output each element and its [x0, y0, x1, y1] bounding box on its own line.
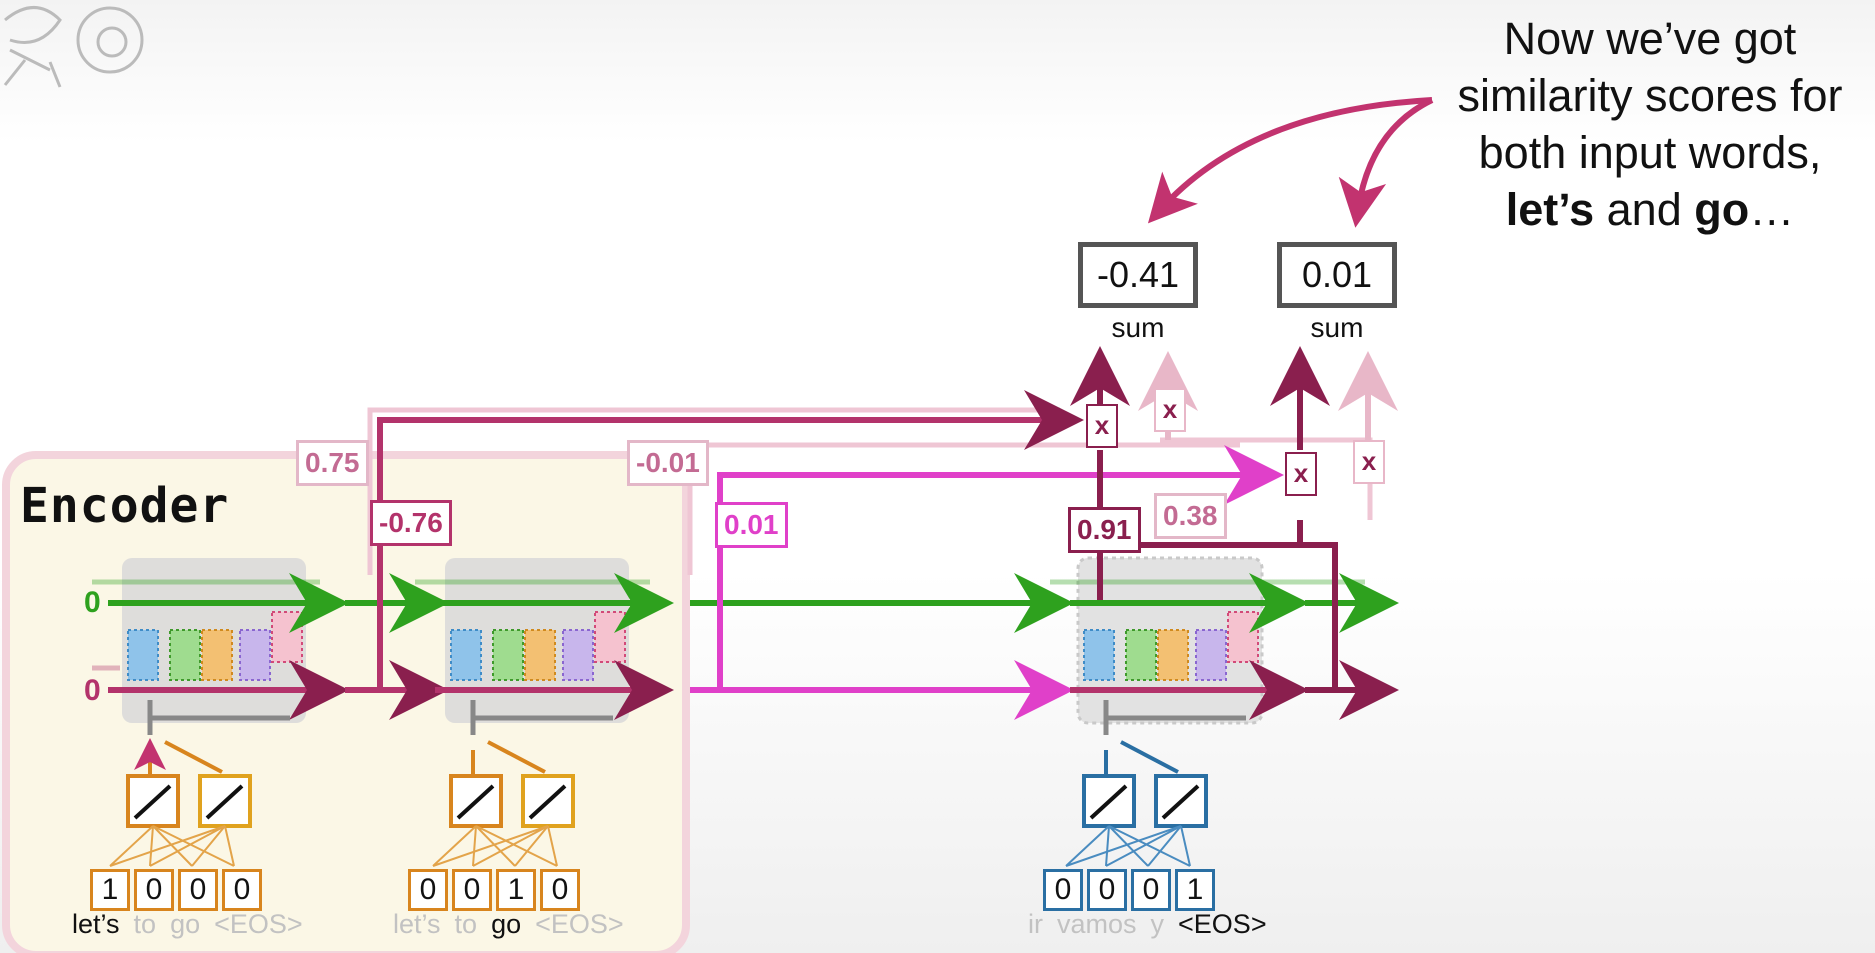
onehot-cell: 1: [90, 869, 130, 911]
multiply-box-go: x: [1285, 452, 1317, 496]
logo: [3, 6, 144, 88]
annotation-and: and: [1594, 184, 1695, 235]
sum-label-lets: sum: [1111, 312, 1165, 343]
annotation-line-4: let’s and go…: [1430, 181, 1870, 238]
onehot-cell: 0: [1087, 869, 1127, 911]
sum-box-lets: -0.41: [1078, 242, 1198, 308]
onehot-cell: 1: [1175, 869, 1215, 911]
encoder-label: Encoder: [20, 478, 230, 534]
multiply-box-lets: x: [1086, 404, 1118, 448]
onehot-cell: 0: [1131, 869, 1171, 911]
annotation-bold-lets: let’s: [1505, 184, 1595, 235]
score-connections: [377, 346, 1398, 690]
token: <EOS>: [1178, 909, 1267, 939]
value-minus-0.76: -0.76: [370, 500, 452, 546]
fan-lines: [109, 825, 1191, 867]
onehot-input-1: 1 0 0 0: [90, 869, 262, 911]
annotation-line-1: Now we’ve got: [1503, 13, 1797, 64]
annotation-line-2: similarity scores for: [1457, 70, 1843, 121]
gates: [127, 611, 1259, 681]
onehot-cell: 1: [496, 869, 536, 911]
sum-label-go: sum: [1310, 312, 1364, 343]
multiply-box-go-faint: x: [1353, 440, 1385, 484]
token: ir: [1028, 909, 1043, 939]
annotation-text: Now we’ve got similarity scores for both…: [1430, 10, 1870, 238]
annotation-ellipsis: …: [1749, 184, 1795, 235]
onehot-cell: 0: [452, 869, 492, 911]
onehot-cell: 0: [408, 869, 448, 911]
input-connectors: [147, 700, 1246, 735]
annotation-line-3: both input words,: [1478, 127, 1822, 178]
initial-long-term-zero: 0: [84, 586, 101, 619]
token: <EOS>: [214, 909, 303, 939]
token: y: [1150, 909, 1165, 939]
embedding-decoder: [1082, 740, 1208, 828]
onehot-cell: 0: [222, 869, 262, 911]
value-0.91: 0.91: [1068, 507, 1141, 553]
onehot-cell: 0: [540, 869, 580, 911]
token: vamos: [1057, 909, 1137, 939]
value-0.75: 0.75: [296, 440, 369, 486]
embedding-encoder-1: [126, 738, 252, 828]
onehot-cell: 0: [1043, 869, 1083, 911]
annotation-bold-go: go: [1694, 184, 1750, 235]
token: go: [491, 909, 522, 939]
token: let’s: [72, 909, 120, 939]
token: let’s: [393, 909, 441, 939]
value-minus-0.01: -0.01: [627, 440, 709, 486]
onehot-input-2: 0 0 1 0: [408, 869, 580, 911]
sum-box-go: 0.01: [1277, 242, 1397, 308]
embedding-encoder-2: [449, 740, 575, 828]
annotation-arrows: [1147, 97, 1434, 228]
initial-short-term-zero: 0: [84, 674, 101, 707]
token: to: [454, 909, 478, 939]
multiply-box-lets-faint: x: [1154, 388, 1186, 432]
value-0.01: 0.01: [715, 502, 788, 548]
value-0.38: 0.38: [1154, 493, 1227, 539]
onehot-cell: 0: [178, 869, 218, 911]
token: <EOS>: [535, 909, 624, 939]
token: go: [170, 909, 201, 939]
onehot-input-3: 0 0 0 1: [1043, 869, 1215, 911]
token: to: [133, 909, 157, 939]
onehot-cell: 0: [134, 869, 174, 911]
